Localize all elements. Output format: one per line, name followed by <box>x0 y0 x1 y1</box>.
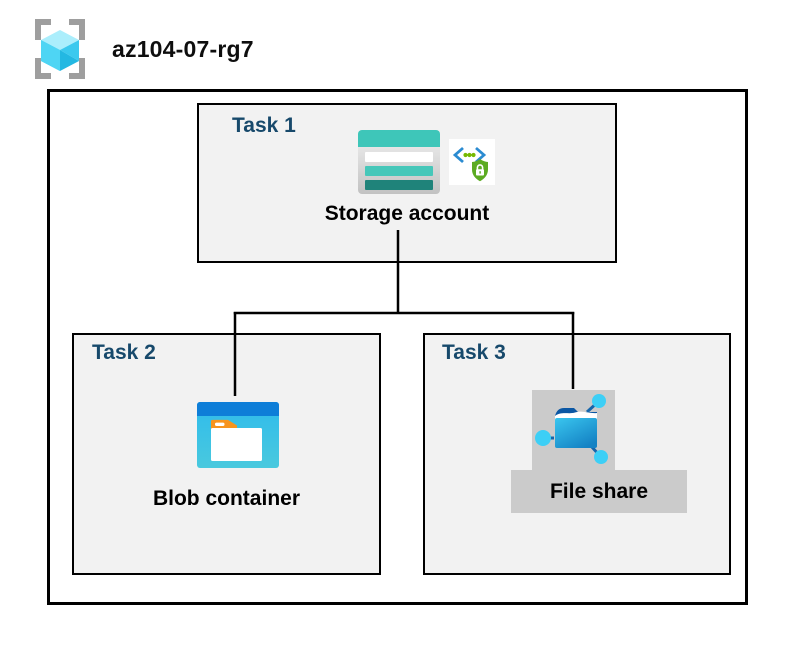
task3-label: Task 3 <box>442 341 506 364</box>
task3-box: Task 3 File share <box>423 333 731 575</box>
storage-account-caption: Storage account <box>324 202 490 225</box>
resource-group-header: az104-07-rg7 <box>28 17 254 81</box>
file-share-icon <box>535 394 608 464</box>
storage-account-icon <box>358 130 440 194</box>
blob-container-caption: Blob container <box>152 487 300 510</box>
resource-group-icon <box>35 19 85 79</box>
file-share-label-highlight: File share <box>511 470 687 513</box>
resource-group-name: az104-07-rg7 <box>112 35 254 62</box>
secure-transfer-icon <box>449 139 495 185</box>
task2-label: Task 2 <box>92 341 156 364</box>
file-share-caption: File share <box>549 479 649 503</box>
blob-container-icon <box>197 402 279 468</box>
task1-box: Task 1 Storage account <box>197 103 617 263</box>
task2-box: Task 2 Blob container <box>72 333 381 575</box>
task1-label: Task 1 <box>232 114 296 137</box>
